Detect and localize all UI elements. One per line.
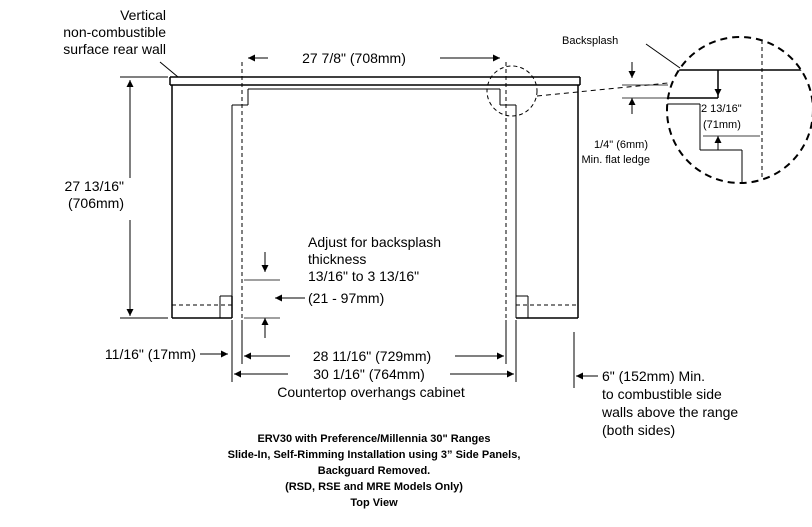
dimension-lines: [120, 54, 668, 388]
left-side-panel: [171, 62, 265, 320]
ledge-label-line2: Min. flat ledge: [582, 154, 650, 166]
clearance-label-line2: to combustible side: [602, 386, 722, 402]
detail-dim-line1: 2 13/16": [701, 103, 742, 115]
dimension-labels: Vertical non-combustible surface rear wa…: [63, 7, 741, 438]
adjust-label-line1: Adjust for backsplash: [308, 234, 441, 250]
adjust-label-line2: thickness: [308, 251, 366, 267]
adjust-label-line4: (21 - 97mm): [308, 290, 384, 306]
wall-label-line3: surface rear wall: [63, 41, 166, 57]
wall-label-line2: non-combustible: [63, 24, 166, 40]
outer-width-label: 30 1/16" (764mm): [313, 366, 425, 382]
leader-lines: [159, 43, 681, 78]
caption-line5: Top View: [350, 497, 398, 509]
caption-line4: (RSD, RSE and MRE Models Only): [285, 481, 463, 493]
inner-width-label: 28 11/16" (729mm): [313, 348, 431, 364]
detail-magnified: [667, 40, 812, 183]
wall-label-line1: Vertical: [120, 7, 166, 23]
overhang-note: Countertop overhangs cabinet: [277, 384, 465, 400]
ledge-label-line1: 1/4" (6mm): [594, 139, 648, 151]
caption-line1: ERV30 with Preference/Millennia 30" Rang…: [257, 433, 490, 445]
right-side-panel: [248, 62, 579, 320]
depth-label-line1: 27 13/16": [65, 178, 124, 194]
detail-dim-line2: (71mm): [703, 119, 741, 131]
caption-line3: Backguard Removed.: [318, 465, 430, 477]
adjust-label-line3: 13/16" to 3 13/16": [308, 268, 419, 284]
depth-label-line2: (706mm): [68, 195, 124, 211]
diagram-caption: ERV30 with Preference/Millennia 30" Rang…: [228, 433, 521, 509]
rear-wall: [169, 76, 581, 86]
side-gap-label: 11/16" (17mm): [105, 346, 196, 362]
clearance-label-line1: 6" (152mm) Min.: [602, 368, 705, 384]
clearance-label-line4: (both sides): [602, 422, 675, 438]
backsplash-label: Backsplash: [562, 35, 618, 47]
top-width-label: 27 7/8" (708mm): [302, 50, 406, 66]
clearance-label-line3: walls above the range: [601, 404, 738, 420]
caption-line2: Slide-In, Self-Rimming Installation usin…: [228, 449, 521, 461]
